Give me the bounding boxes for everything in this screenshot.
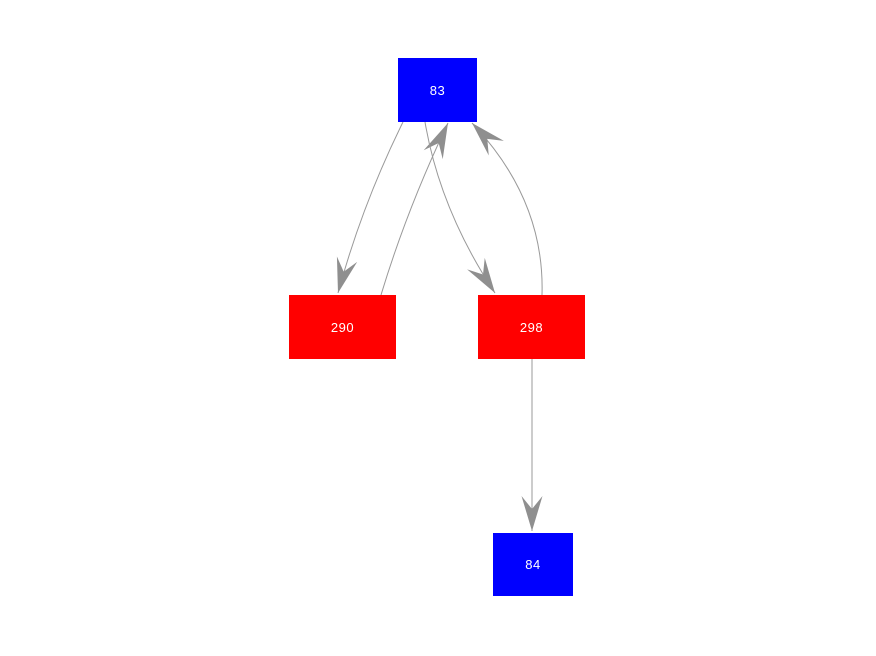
arrowhead-83-290	[336, 256, 358, 293]
node-83: 83	[398, 58, 477, 122]
node-84: 84	[493, 533, 573, 596]
arrowhead-83-298	[467, 257, 495, 293]
arrowhead-298-84	[521, 496, 543, 531]
edge-298-83	[471, 122, 543, 296]
node-label: 84	[525, 557, 541, 572]
edge-83-298	[424, 121, 496, 294]
node-298: 298	[478, 295, 585, 359]
node-label: 298	[519, 319, 544, 335]
edge-83-290	[337, 121, 404, 294]
node-290: 290	[289, 295, 396, 359]
arrowhead-290-83	[423, 123, 448, 160]
node-label: 290	[330, 319, 355, 335]
arrowhead-298-83	[472, 123, 504, 156]
node-label: 83	[429, 82, 446, 98]
edge-290-83	[380, 122, 449, 296]
